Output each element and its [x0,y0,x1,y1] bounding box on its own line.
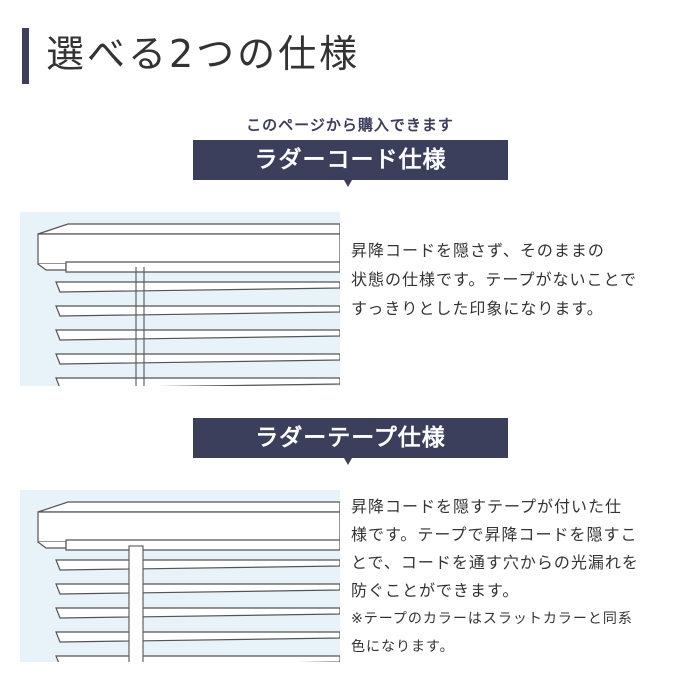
ladder-cord-desc-line: 状態の仕様です。テープがないことで [351,270,637,289]
title-accent-bar [22,28,29,84]
ladder-cord-desc-line: 昇降コードを隠さず、そのままの [351,241,605,260]
purchase-note: このページから購入できます [246,116,454,134]
ladder-tape-desc-line: とで、コードを通す穴からの光漏れを [351,553,639,572]
ladder-tape-desc-line: 様です。テープで昇降コードを隠すこ [351,525,638,544]
ladder-tape-footnote-line: 色になります。 [351,639,455,655]
ladder-tape-desc-line: 防ぐことができます。 [351,581,520,600]
ladder-tape-blind-drawing [37,501,340,662]
ladder-cord-label-pointer [344,180,352,187]
ladder-tape-label-pointer [344,458,352,465]
ladder-tape-description: 昇降コードを隠すテープが付いた仕 様です。テープで昇降コードを隠すこ とで、コー… [351,493,639,661]
ladder-tape-desc-line: 昇降コードを隠すテープが付いた仕 [351,497,623,516]
ladder-cord-desc-line: すっきりとした印象になります。 [351,299,604,318]
ladder-cord-label: ラダーコード仕様 [193,140,508,180]
ladder-tape-footnote-line: ※テープのカラーはスラットカラーと同系 [351,611,633,627]
ladder-cord-blind-drawing [37,223,340,386]
ladder-tape-blind-illustration [20,490,340,662]
ladder-tape-label: ラダーテープ仕様 [193,418,508,458]
ladder-cord-description: 昇降コードを隠さず、そのままの 状態の仕様です。テープがないことで すっきりとし… [351,236,637,323]
ladder-cord-blind-illustration [20,212,340,386]
page-title: 選べる2つの仕様 [46,32,361,76]
